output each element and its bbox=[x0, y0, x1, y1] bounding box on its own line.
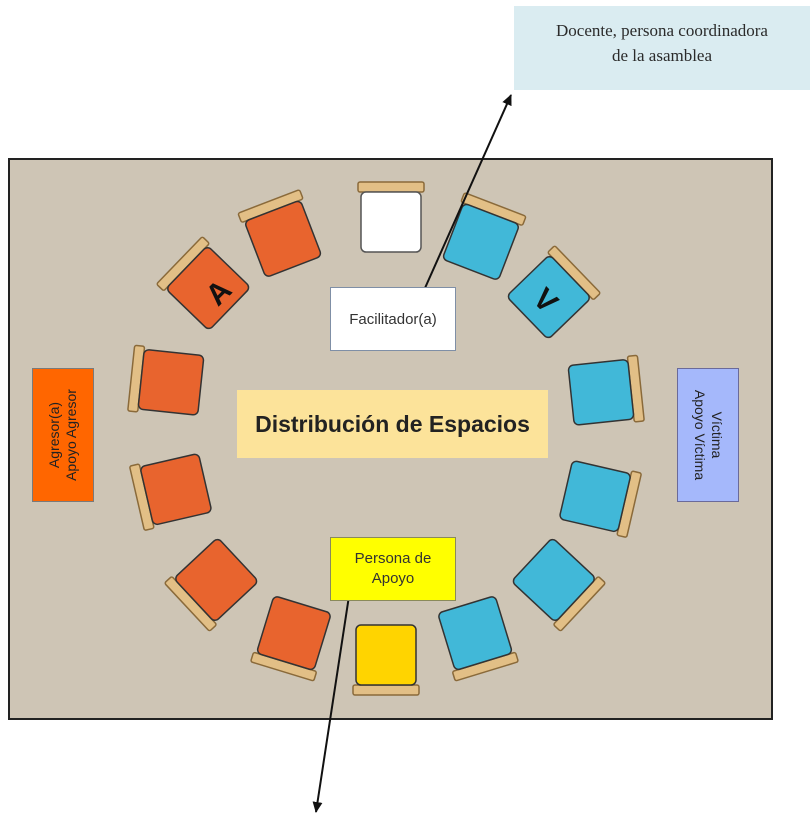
coordinator-callout: Docente, persona coordinadora de la asam… bbox=[514, 6, 810, 90]
arrow-to-coordinator bbox=[420, 94, 512, 298]
support-label-line1: Persona de bbox=[354, 550, 432, 567]
chair-aggressor-1 bbox=[237, 189, 322, 277]
chair-victim-1 bbox=[442, 192, 527, 280]
diagram-title-text: Distribución de Espacios bbox=[255, 410, 530, 437]
victim-label-line1: Víctima bbox=[709, 411, 725, 459]
chair-aggressor-6 bbox=[250, 596, 331, 682]
chair-facilitator bbox=[357, 181, 425, 253]
facilitator-label-text: Facilitador(a) bbox=[349, 310, 437, 328]
support-person-label: Persona de Apoyo bbox=[330, 537, 456, 601]
chair-aggressor-4 bbox=[129, 453, 212, 531]
chair-victim-3 bbox=[567, 354, 645, 426]
chair-aggressor-marked bbox=[156, 236, 250, 330]
support-label-line2: Apoyo bbox=[371, 570, 415, 587]
chair-support bbox=[352, 624, 420, 696]
chair-aggressor-3 bbox=[127, 344, 205, 416]
victim-label: Víctima Apoyo Víctima bbox=[677, 368, 739, 502]
diagram-title: Distribución de Espacios bbox=[237, 390, 548, 458]
coordinator-callout-line1: Docente, persona coordinadora bbox=[556, 21, 768, 40]
chair-victim-6 bbox=[438, 596, 519, 682]
facilitator-label: Facilitador(a) bbox=[330, 287, 456, 351]
aggressor-label: Agresor(a) Apoyo Agresor bbox=[32, 368, 94, 502]
aggressor-label-line1: Agresor(a) bbox=[46, 401, 62, 469]
victim-label-line2: Apoyo Víctima bbox=[692, 389, 708, 481]
chair-victim-5 bbox=[512, 538, 606, 632]
aggressor-label-line2: Apoyo Agresor bbox=[63, 389, 79, 481]
chair-victim-marked bbox=[507, 245, 601, 339]
chair-victim-4 bbox=[559, 460, 642, 538]
coordinator-callout-line2: de la asamblea bbox=[611, 46, 713, 65]
arrow-support-down bbox=[312, 595, 350, 813]
chair-aggressor-5 bbox=[164, 538, 258, 632]
